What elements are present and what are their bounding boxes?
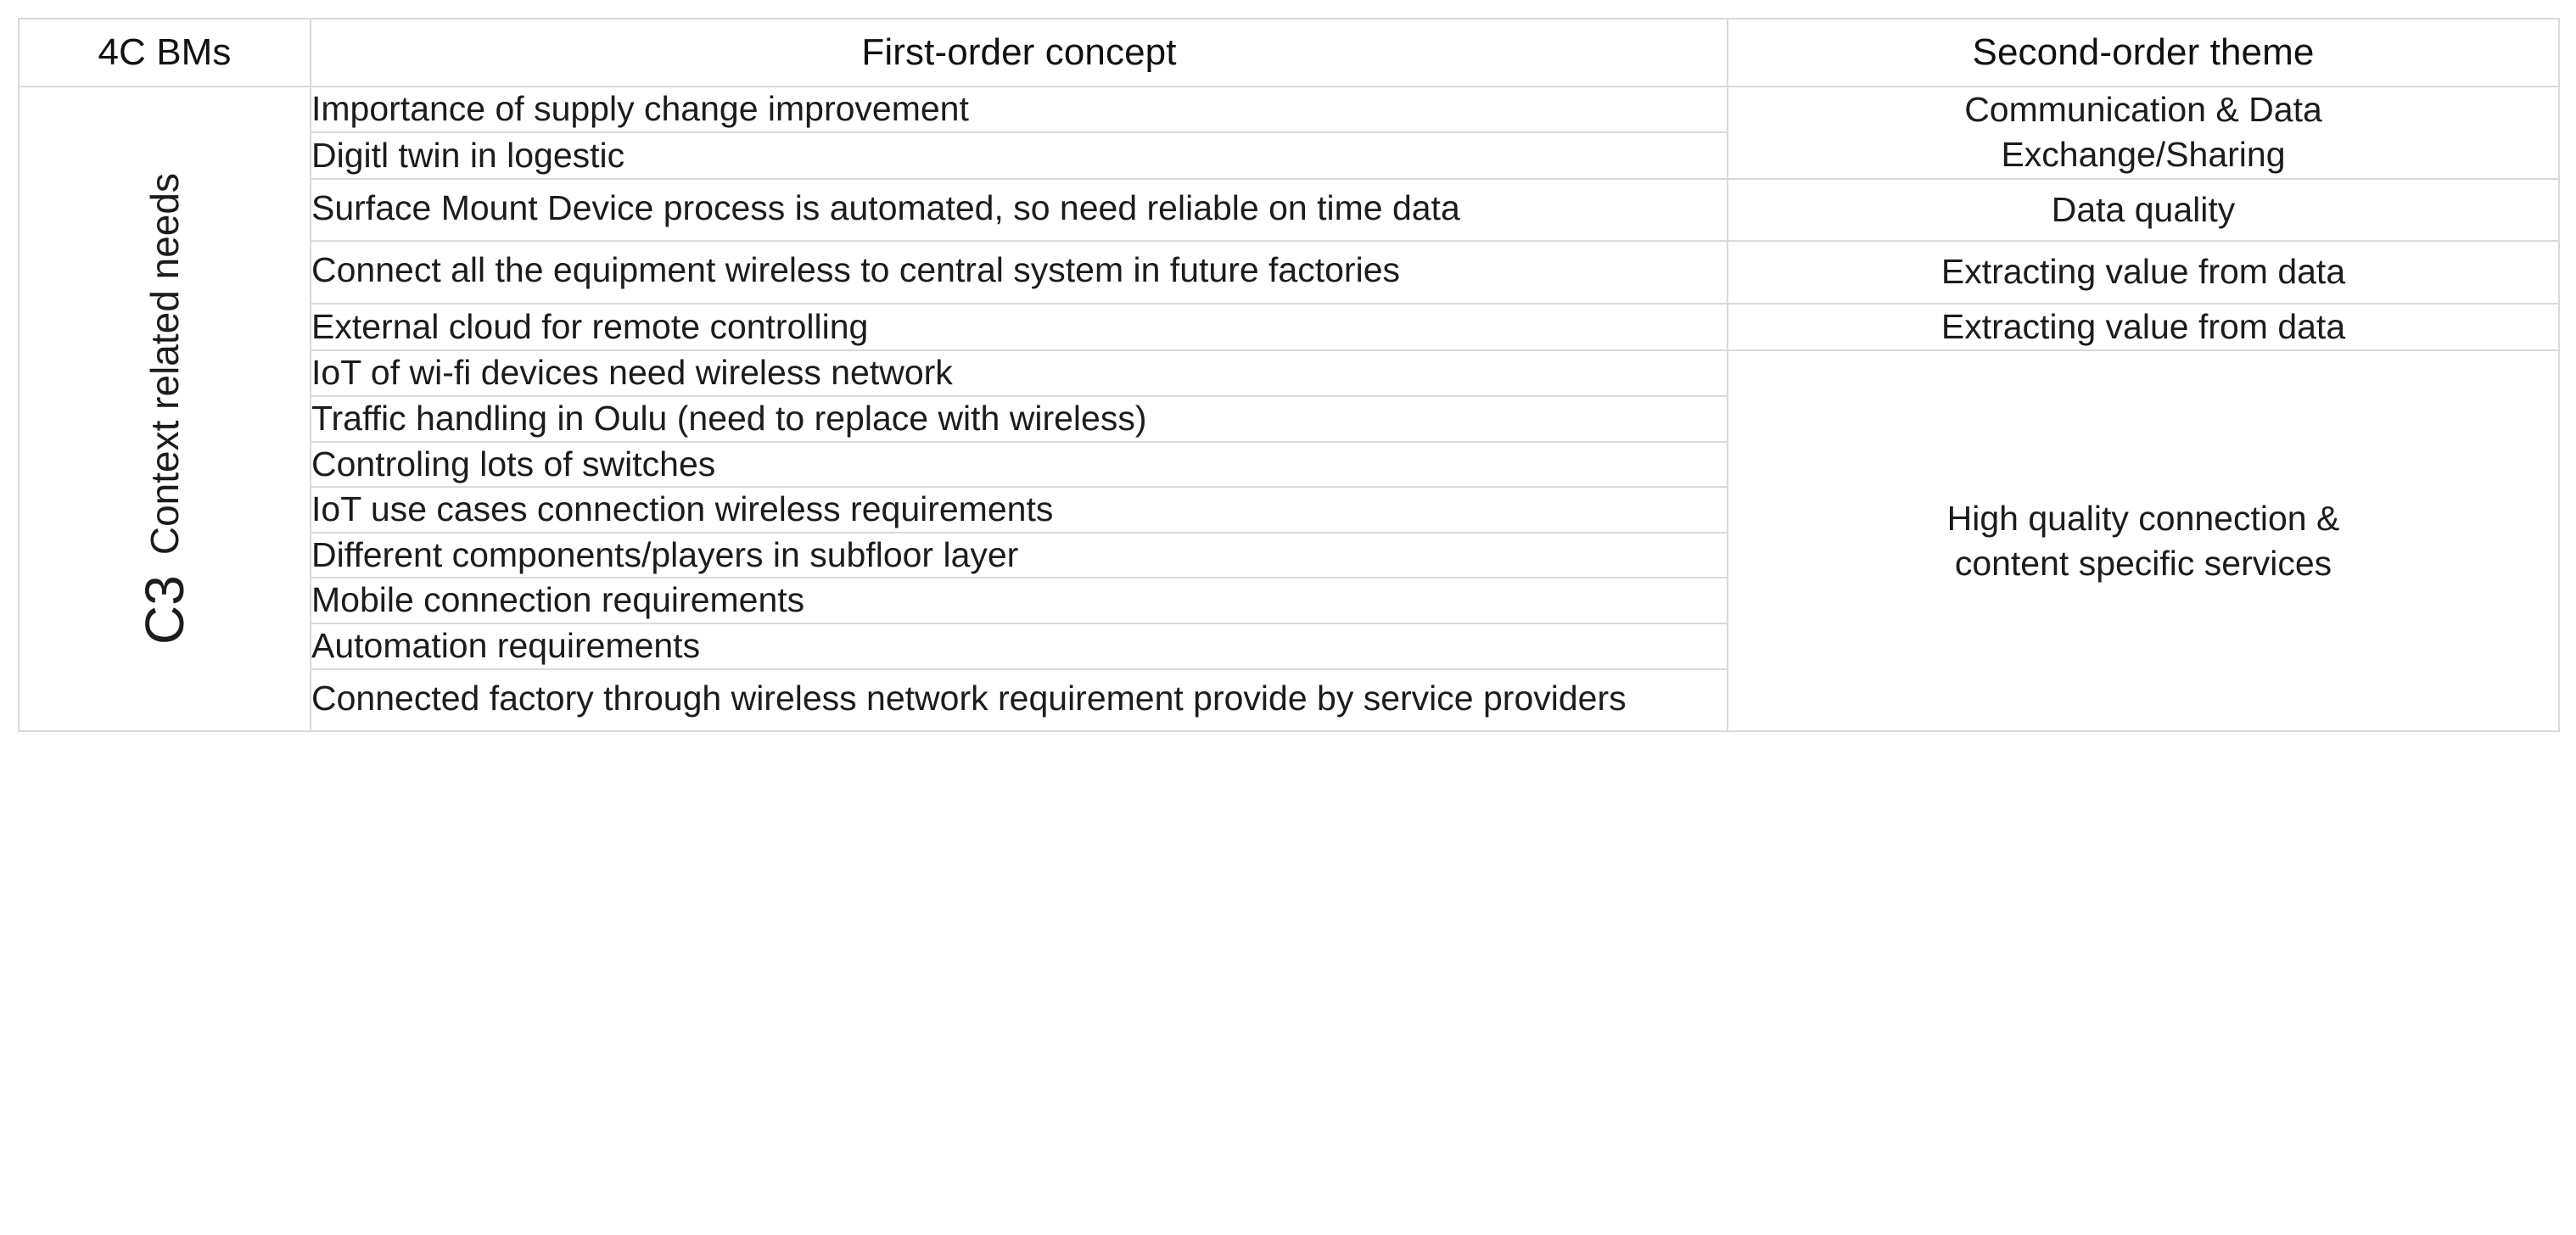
table-row: IoT of wi-fi devices need wireless netwo…	[19, 349, 2560, 733]
second-order-theme-cell: Data quality	[1727, 177, 2560, 243]
first-order-concept-cell: Traffic handling in Oulu (need to replac…	[310, 394, 1728, 443]
table-row: External cloud for remote controlling Ex…	[19, 302, 2560, 352]
first-order-concept-cell: Different components/players in subfloor…	[310, 531, 1728, 579]
theme-line-2: Exchange/Sharing	[2001, 135, 2286, 175]
rotated-label-inner: C3 Context related needs	[134, 173, 196, 645]
table-row: Mobile connection requirements	[19, 577, 2559, 625]
table-body: C3 Context related needs Importance of s…	[18, 85, 2560, 733]
theme-line-1: Communication & Data	[1964, 90, 2322, 129]
table-row: IoT use cases connection wireless requir…	[19, 486, 2559, 534]
first-order-concept-cell: IoT of wi-fi devices need wireless netwo…	[310, 349, 1728, 397]
row-group-code: C3	[134, 575, 196, 645]
table-row: Digitl twin in logestic	[19, 131, 2559, 180]
first-order-concept-cell: Mobile connection requirements	[310, 577, 1728, 625]
theme-line-2: content specific services	[1954, 543, 2332, 583]
table-row: Traffic handling in Oulu (need to replac…	[19, 394, 2559, 443]
column-header-first-order-concept: First-order concept	[310, 18, 1728, 87]
row-group-name: Context related needs	[143, 173, 188, 556]
first-order-concept-cell: Connected factory through wireless netwo…	[310, 668, 1728, 733]
table-row: Surface Mount Device process is automate…	[19, 177, 2560, 243]
table-row: Connect all the equipment wireless to ce…	[19, 240, 2560, 305]
second-order-theme-cell: Extracting value from data	[1727, 240, 2560, 305]
table-header-row: 4C BMs First-order concept Second-order …	[18, 18, 2560, 87]
table-row: Controling lots of switches	[19, 440, 2559, 489]
first-order-concept-cell: Importance of supply change improvement	[310, 85, 1728, 134]
second-order-theme-cell: Communication & Data Exchange/Sharing	[1727, 86, 2560, 180]
first-order-concept-cell: Controling lots of switches	[310, 440, 1728, 489]
first-order-concept-cell: External cloud for remote controlling	[310, 302, 1728, 352]
first-order-concept-cell: Automation requirements	[310, 623, 1728, 670]
first-order-concept-cell: IoT use cases connection wireless requir…	[310, 486, 1728, 534]
row-group-label-cell: C3 Context related needs	[18, 85, 311, 733]
first-order-concept-cell: Surface Mount Device process is automate…	[310, 177, 1728, 243]
qualitative-coding-table: 4C BMs First-order concept Second-order …	[18, 18, 2560, 733]
theme-line-1: High quality connection &	[1946, 498, 2340, 538]
column-header-second-order-theme: Second-order theme	[1727, 18, 2560, 87]
table-row: Automation requirements	[19, 623, 2559, 670]
table-row: C3 Context related needs Importance of s…	[18, 85, 2560, 733]
second-order-theme-cell: Extracting value from data	[1727, 302, 2560, 352]
column-header-4c-bms: 4C BMs	[18, 18, 311, 87]
second-order-theme-cell: High quality connection & content specif…	[1727, 349, 2560, 733]
rotated-label-wrapper: C3 Context related needs	[20, 87, 310, 730]
table-row: Connected factory through wireless netwo…	[19, 668, 2559, 733]
first-order-concept-cell: Connect all the equipment wireless to ce…	[310, 240, 1728, 305]
first-order-concept-cell: Digitl twin in logestic	[310, 131, 1728, 180]
table-row: Different components/players in subfloor…	[19, 531, 2559, 579]
